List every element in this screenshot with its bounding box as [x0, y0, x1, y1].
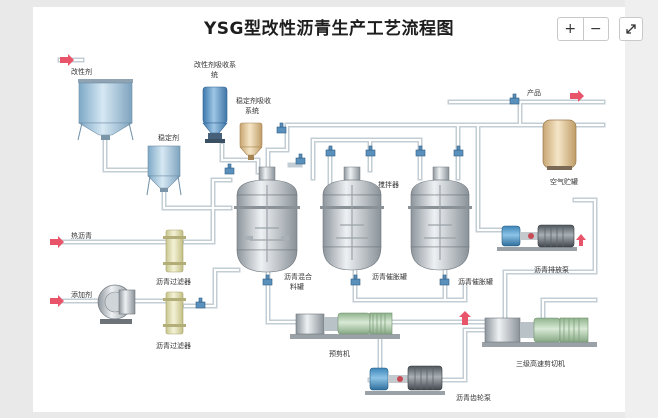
label-three-stage-shear: 三级高速剪切机 [516, 359, 565, 368]
label-gear-pump: 沥青齿轮泵 [456, 393, 491, 402]
label-filter-2: 沥青过滤器 [156, 341, 191, 350]
label-stabilizer-absorb-2: 系统 [245, 106, 259, 115]
label-agitator: 搅拌器 [378, 180, 399, 189]
discharge-pump [497, 224, 577, 251]
valve-icon [262, 274, 273, 286]
zoom-controls: + − [557, 17, 609, 41]
label-hot-asphalt: 热沥青 [71, 231, 92, 240]
label-discharge-pump: 沥青排放泵 [534, 265, 569, 274]
fullscreen-button[interactable] [619, 17, 643, 41]
stabilizer-absorption-unit [239, 122, 263, 160]
modifier-hopper [77, 79, 134, 141]
valve-icon [509, 93, 520, 105]
label-development-tank-2: 沥青催胀罐 [458, 277, 493, 286]
valve-icon [276, 122, 287, 134]
arrow-icon [576, 234, 586, 246]
valve-icon [350, 274, 361, 286]
valve-icon [195, 297, 206, 309]
zoom-out-button[interactable]: − [582, 18, 609, 40]
label-modifier-absorb-2: 统 [211, 70, 218, 79]
label-mixing-tank: 沥青混合 [284, 272, 312, 281]
valve-icon [365, 145, 376, 157]
label-stabilizer-absorb: 稳定剂吸收 [236, 96, 271, 105]
development-tank-2 [408, 166, 472, 271]
valve-icon [295, 153, 306, 165]
stabilizer-hopper [146, 145, 182, 196]
arrow-icon [50, 236, 64, 248]
label-stabilizer: 稳定剂 [158, 133, 179, 142]
asphalt-filter-1 [163, 229, 186, 273]
asphalt-filter-2 [163, 291, 186, 335]
label-modifier-absorb: 改性剂吸收系 [194, 60, 236, 69]
additive-blower [97, 284, 136, 324]
scroll-area [625, 0, 658, 418]
label-modifier: 改性剂 [71, 67, 92, 76]
label-pre-shear: 预剪机 [329, 349, 350, 358]
valve-icon [224, 163, 235, 175]
label-mixing-tank-2: 料罐 [290, 282, 304, 291]
modifier-absorption-unit [202, 86, 228, 143]
equipment-labels: 改性剂 改性剂吸收系 统 稳定剂吸收 系统 稳定剂 产品 空气贮罐 搅拌器 热沥… [71, 60, 578, 402]
flow-arrows [50, 54, 586, 325]
expand-icon [626, 24, 636, 34]
label-product: 产品 [527, 88, 541, 97]
valve-icon [453, 145, 464, 157]
development-tank-1 [320, 166, 384, 271]
pipes [55, 57, 606, 383]
label-filter-1: 沥青过滤器 [156, 277, 191, 286]
mixing-tank [234, 166, 300, 273]
arrow-icon [459, 311, 471, 325]
label-air-tank: 空气贮罐 [550, 177, 578, 186]
arrow-icon [60, 54, 74, 66]
page-title: YSG型改性沥青生产工艺流程图 [203, 19, 454, 39]
gear-pump [365, 365, 445, 395]
valve-icon [439, 274, 450, 286]
valves [195, 93, 520, 309]
valve-icon [415, 145, 426, 157]
arrow-icon [50, 295, 64, 307]
valve-icon [325, 145, 336, 157]
air-tank [542, 119, 577, 170]
label-development-tank-1: 沥青催胀罐 [372, 272, 407, 281]
pre-shear-machine [290, 312, 400, 339]
arrow-icon [570, 90, 584, 102]
zoom-in-button[interactable]: + [564, 21, 577, 37]
three-stage-shear-machine [482, 317, 597, 347]
label-additive: 添加剂 [71, 290, 92, 299]
